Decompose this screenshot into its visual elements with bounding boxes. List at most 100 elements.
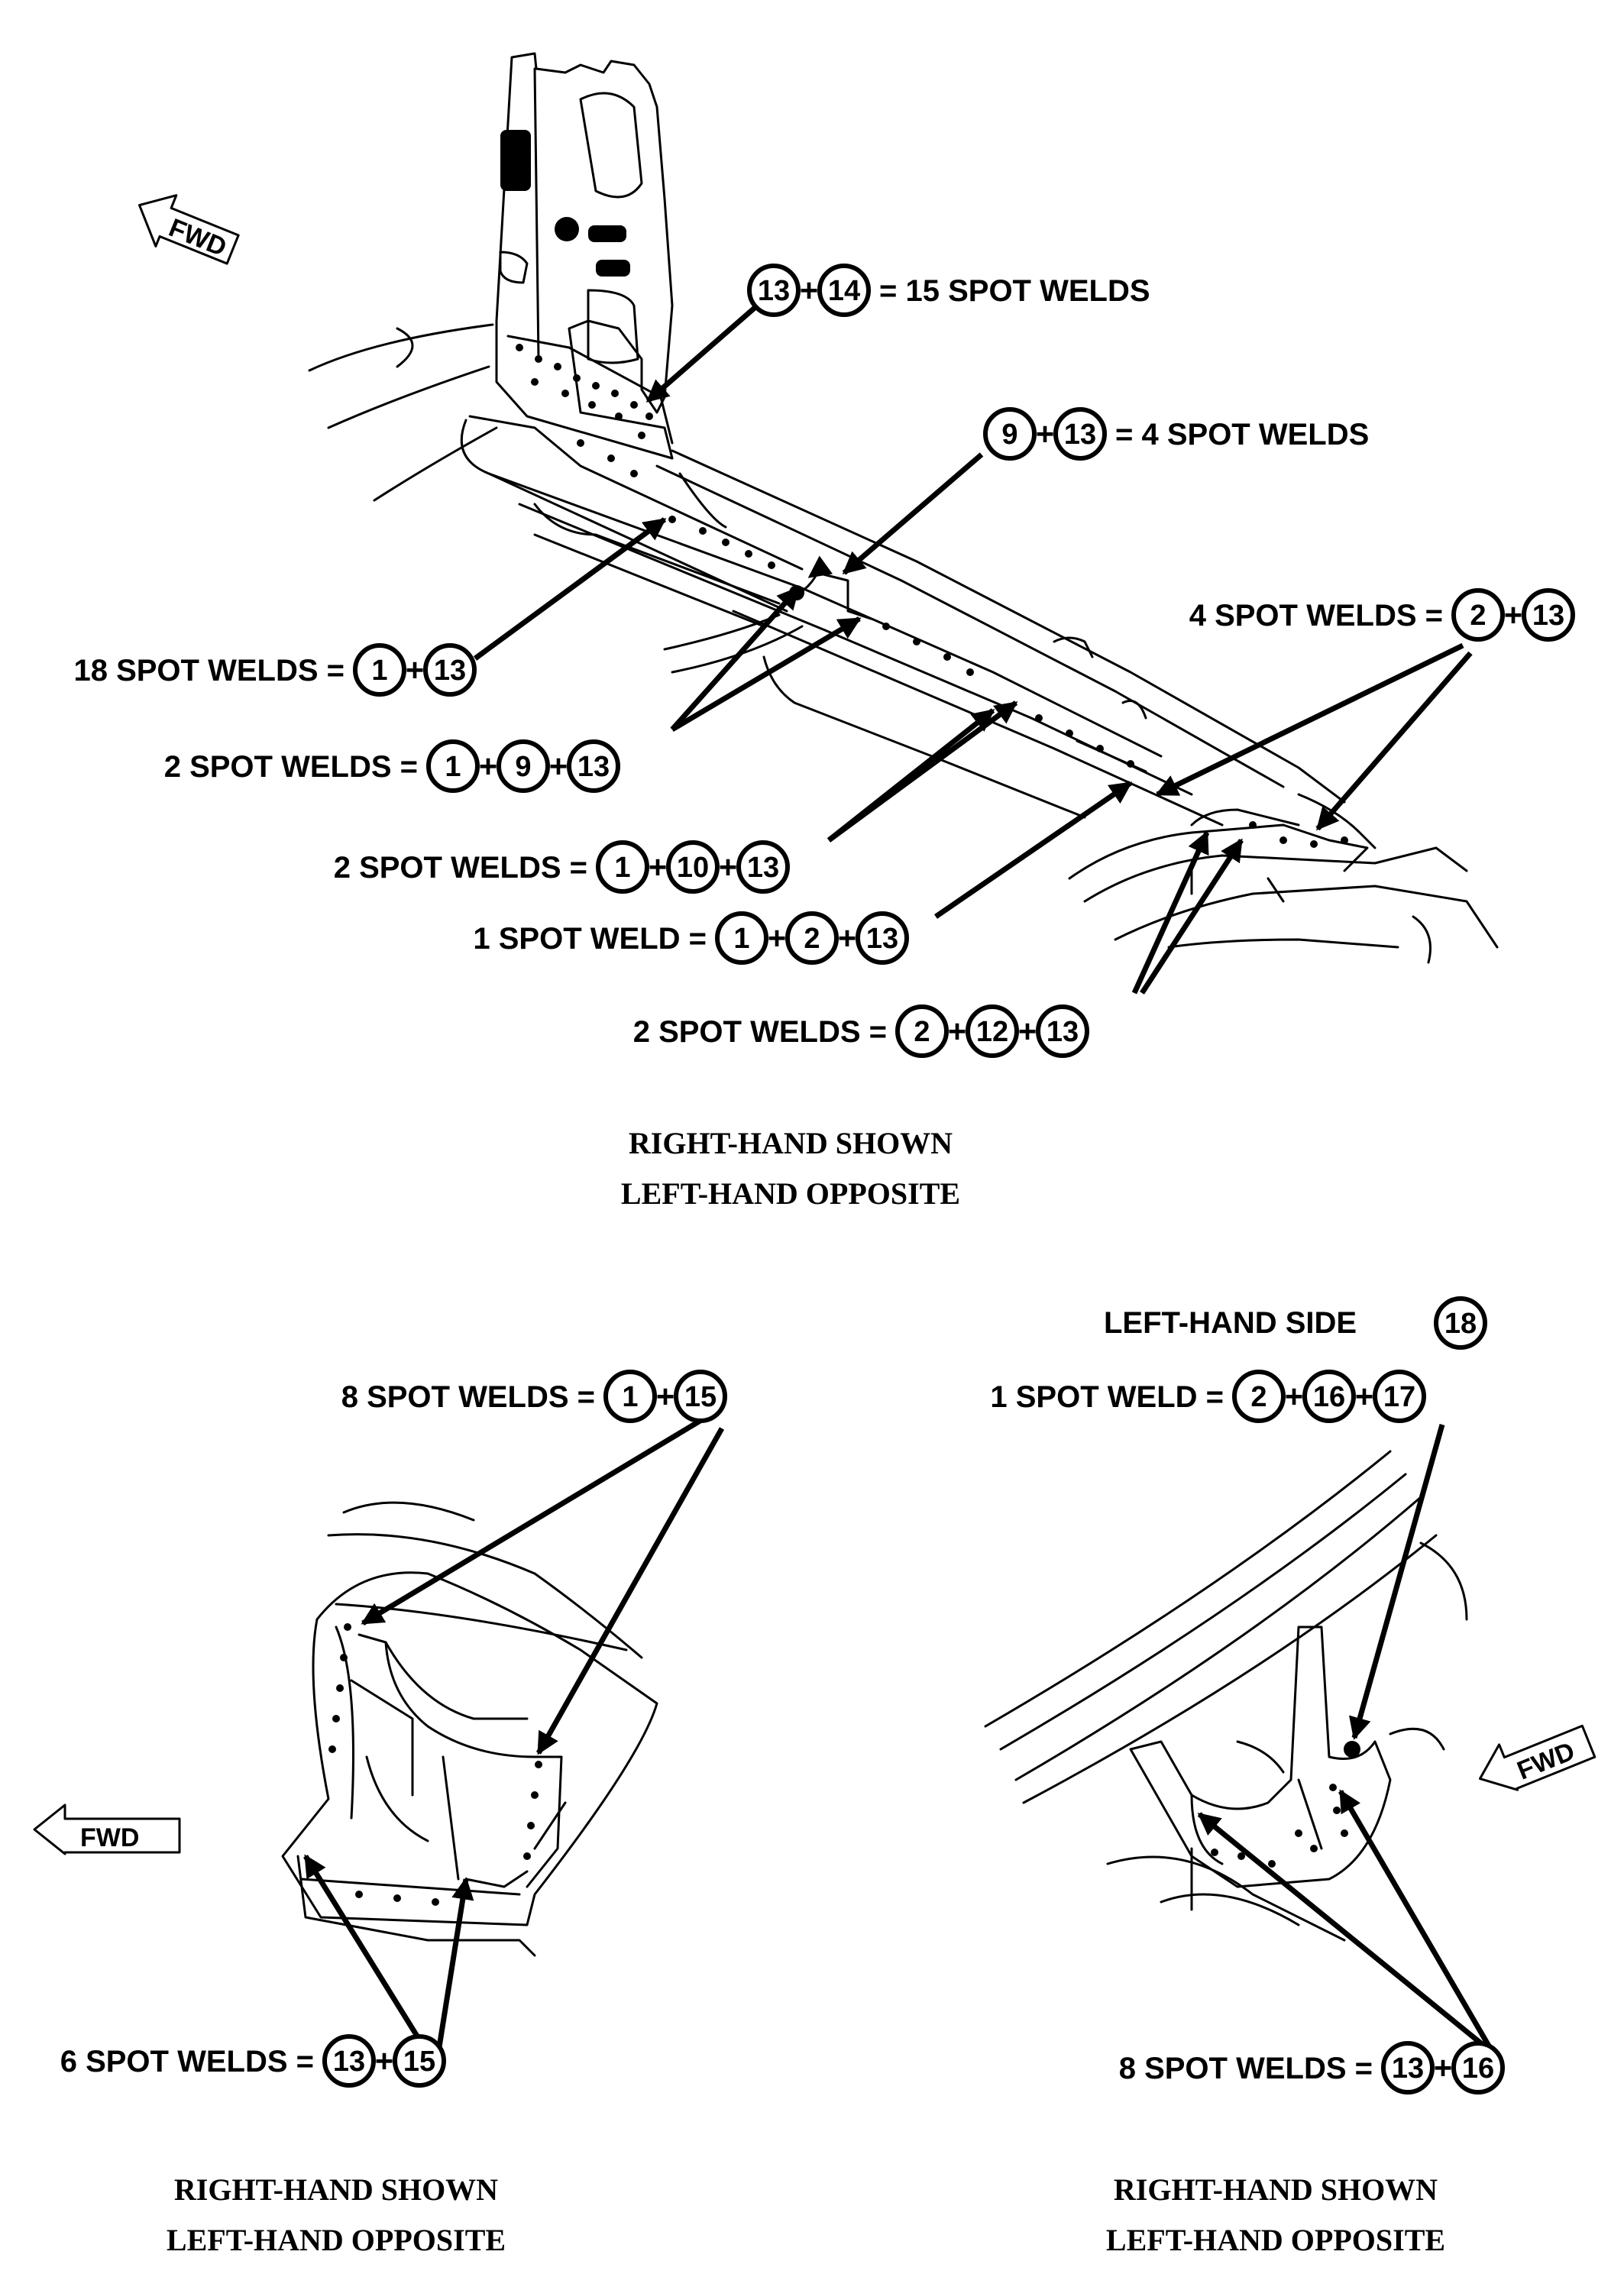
callout-c-8-13-16: 8 SPOT WELDS =13+16 (1119, 2041, 1505, 2095)
callout-c-18-1-13: 18 SPOT WELDS =1+13 (73, 643, 477, 697)
bottom-left-caption-line1: RIGHT-HAND SHOWN (174, 2172, 498, 2207)
bottom-right-caption-line2: LEFT-HAND OPPOSITE (1106, 2223, 1445, 2257)
callout-right-text: = 15 SPOT WELDS (879, 274, 1150, 308)
callout-left-text: 2 SPOT WELDS = (164, 750, 418, 784)
ref-bubble (426, 739, 480, 793)
plus-sign: + (948, 1014, 967, 1050)
ref-bubble (1232, 1370, 1286, 1423)
ref-bubble (966, 1004, 1019, 1058)
ref-number: 17 (1383, 1381, 1415, 1413)
ref-number: 16 (1462, 2052, 1494, 2085)
callout-c-1-1-2-13: 1 SPOT WELD = 1 +2 +13 (473, 911, 909, 965)
callout-c-2-1-9-13: 2 SPOT WELDS =1+9+13 (164, 739, 620, 793)
callout-left-text: 18 SPOT WELDS = (73, 654, 345, 687)
left-hand-side-label: LEFT-HAND SIDE (1104, 1306, 1357, 1340)
plus-sign: + (838, 920, 857, 956)
bottom-right-structure (984, 1450, 1468, 1942)
ref-number: 16 (1313, 1381, 1345, 1413)
plus-sign: + (1036, 416, 1055, 452)
ref-bubble (1036, 1004, 1089, 1058)
plus-sign: + (1504, 597, 1523, 633)
ref-bubble (1381, 2041, 1435, 2095)
ref-number: 2 (914, 1016, 930, 1048)
top-caption-line1: RIGHT-HAND SHOWN (629, 1126, 953, 1160)
callout-left-text: 6 SPOT WELDS = (60, 2045, 314, 2078)
plus-sign: + (649, 849, 668, 885)
plus-sign: + (375, 2043, 394, 2079)
callout-c-2-2-12-13: 2 SPOT WELDS =2+12+13 (633, 1004, 1089, 1058)
ref-bubble (736, 840, 790, 894)
bottom-left-callout-arrows (303, 1414, 725, 2049)
ref-bubble (322, 2034, 376, 2088)
ref-number: 1 (733, 923, 749, 955)
callout-c-6-13-15: 6 SPOT WELDS =13+15 (60, 2034, 446, 2088)
ref-number: 12 (976, 1016, 1008, 1048)
plus-sign: + (800, 273, 819, 309)
callout-c-4-2-13: 4 SPOT WELDS = 2 +13 (1189, 588, 1575, 642)
ref-bubble (856, 911, 909, 965)
callout-left-text: 2 SPOT WELDS = (633, 1015, 887, 1049)
ref-bubble (423, 643, 477, 697)
callout-right-text: = 4 SPOT WELDS (1115, 418, 1369, 451)
callout-left-text: 1 SPOT WELD = (990, 1380, 1224, 1414)
plus-sign: + (1018, 1014, 1037, 1050)
ref-bubble (1302, 1370, 1356, 1423)
plus-sign: + (1355, 1379, 1374, 1415)
ref-number: 2 (1250, 1381, 1267, 1413)
callout-c-8-1-15: 8 SPOT WELDS =1+15 (341, 1370, 727, 1423)
callout-left-text: 8 SPOT WELDS = (341, 1380, 595, 1414)
svg-text:FWD: FWD (1513, 1736, 1579, 1785)
ref-bubble (1373, 1370, 1426, 1423)
ref-bubble (1053, 407, 1107, 461)
callout-left-text: 8 SPOT WELDS = (1119, 2052, 1373, 2085)
ref-number: 13 (1532, 600, 1564, 632)
ref-bubble (674, 1370, 727, 1423)
ref-number: 13 (434, 655, 466, 687)
callout-left-text: 1 SPOT WELD = (473, 922, 707, 956)
plus-sign: + (719, 849, 738, 885)
bottom-left-structure (281, 1501, 658, 1957)
ref-bubble (747, 264, 801, 317)
bottom-right-callout-arrows (1197, 1424, 1493, 2049)
top-caption-line2: LEFT-HAND OPPOSITE (621, 1176, 960, 1211)
side-ref-bubble: 18 (1434, 1296, 1487, 1350)
callout-c-13-14: 13 +14 = 15 SPOT WELDS (747, 264, 1150, 317)
top-callout-arrows (473, 290, 1473, 995)
ref-number: 1 (445, 751, 461, 783)
ref-bubble (895, 1004, 949, 1058)
ref-bubble (497, 739, 550, 793)
ref-bubble (817, 264, 871, 317)
svg-text:FWD: FWD (165, 213, 231, 262)
ref-number: 9 (1001, 419, 1017, 451)
ref-number: 13 (577, 751, 610, 783)
callout-left-text: 2 SPOT WELDS = (334, 851, 587, 885)
ref-bubble (603, 1370, 657, 1423)
top-body-structure (308, 52, 1499, 964)
ref-bubble (1451, 588, 1505, 642)
ref-bubble (666, 840, 720, 894)
ref-bubble (353, 643, 406, 697)
ref-bubble (1451, 2041, 1505, 2095)
svg-text:FWD: FWD (80, 1823, 139, 1852)
plus-sign: + (768, 920, 787, 956)
ref-number: 2 (1470, 600, 1486, 632)
ref-number: 13 (1392, 2052, 1424, 2085)
ref-bubble (567, 739, 620, 793)
callout-left-text: 4 SPOT WELDS = (1189, 599, 1443, 632)
ref-bubble (715, 911, 768, 965)
plus-sign: + (656, 1379, 675, 1415)
ref-number: 13 (1064, 419, 1096, 451)
fwd-arrow-top: FWD (138, 194, 240, 265)
ref-number: 13 (866, 923, 898, 955)
ref-number: 13 (758, 275, 790, 307)
ref-number: 9 (515, 751, 531, 783)
ref-bubble (393, 2034, 446, 2088)
plus-sign: + (1285, 1379, 1304, 1415)
ref-number: 1 (371, 655, 387, 687)
side-ref-number: 18 (1444, 1308, 1477, 1340)
ref-bubble (785, 911, 839, 965)
ref-number: 14 (828, 275, 860, 307)
plus-sign: + (549, 749, 568, 784)
ref-number: 2 (804, 923, 820, 955)
